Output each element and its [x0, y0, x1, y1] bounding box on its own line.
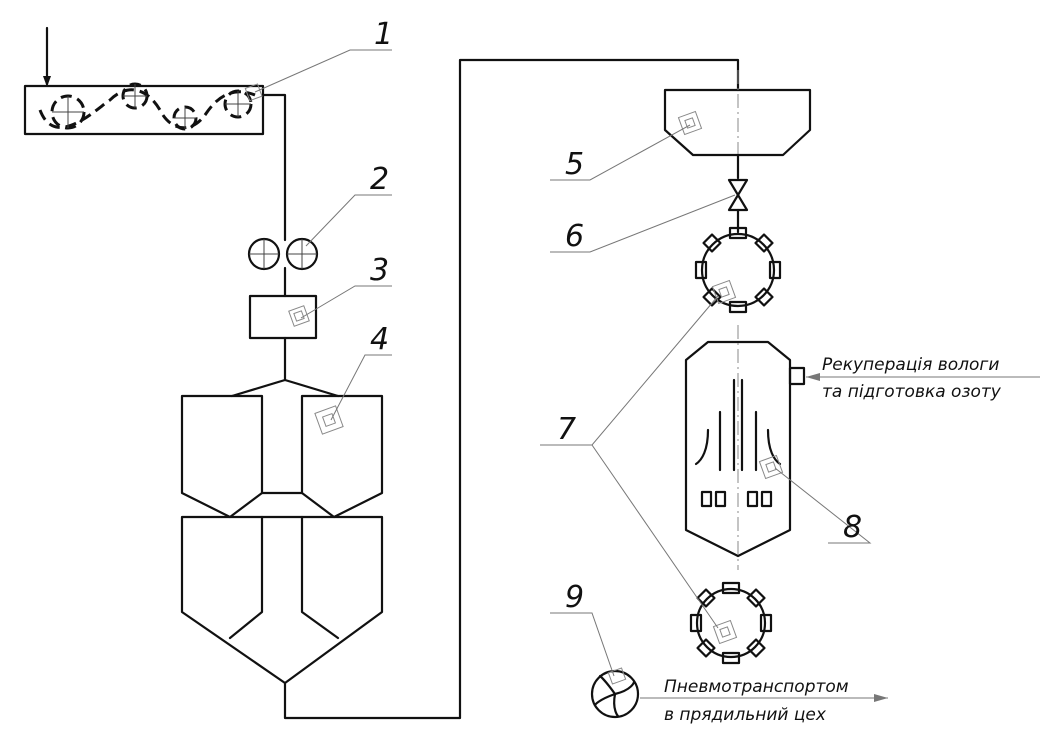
pneumo-arrow — [640, 694, 888, 702]
label-5: 5 — [565, 147, 584, 182]
input-arrow — [43, 26, 51, 87]
label-1: 1 — [374, 17, 393, 52]
unit-5-hopper — [663, 70, 812, 180]
unit-2-rollers — [247, 237, 319, 271]
label-2: 2 — [370, 162, 389, 197]
recuperation-note-line2: та підготовка озоту — [822, 382, 1002, 402]
recuperation-arrow — [806, 373, 1040, 381]
label-4: 4 — [370, 322, 389, 357]
unit-9-fan — [590, 667, 640, 719]
label-3: 3 — [370, 253, 389, 288]
leader-lines — [254, 49, 872, 677]
unit-1-drum-conveyor — [23, 82, 265, 136]
unit-8-column — [684, 325, 806, 570]
unit-3-box — [248, 294, 318, 340]
label-9: 9 — [565, 580, 584, 615]
pneumo-note-line1: Пневмотранспортом — [664, 677, 849, 697]
label-6: 6 — [565, 219, 584, 254]
recuperation-note-line1: Рекуперація вологи — [822, 355, 999, 375]
unit-7-rotary-feeder-bottom — [689, 581, 773, 665]
unit-7-rotary-feeder-top — [694, 226, 782, 314]
unit-6-valve — [727, 178, 749, 234]
unit-4-bunker-assembly — [180, 378, 384, 685]
label-8: 8 — [843, 510, 862, 545]
pneumo-note-line2: в прядильний цех — [664, 705, 827, 725]
material-flow-line — [261, 58, 740, 720]
label-7: 7 — [557, 412, 576, 447]
